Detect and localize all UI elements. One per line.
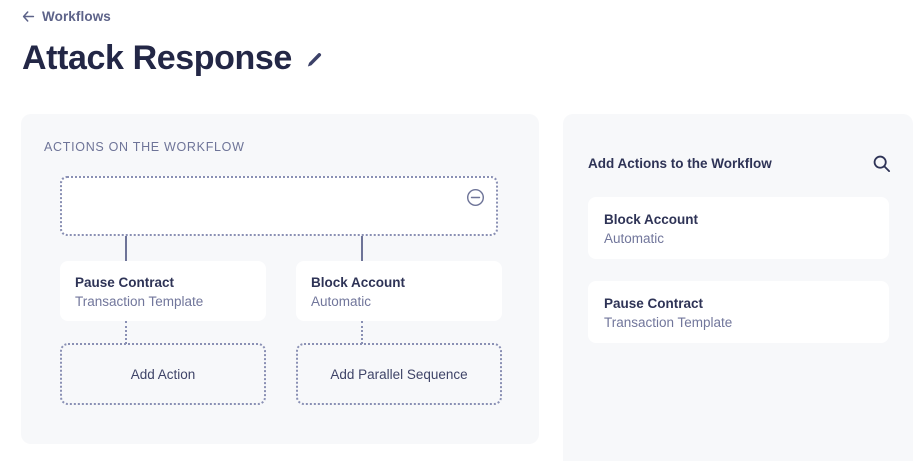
library-item[interactable]: Pause Contract Transaction Template — [588, 281, 889, 343]
library-item-subtitle: Automatic — [604, 231, 665, 246]
action-library-title: Add Actions to the Workflow — [588, 156, 772, 171]
action-library-panel: Add Actions to the Workflow Block Accoun… — [563, 114, 913, 461]
add-parallel-sequence-button[interactable]: Add Parallel Sequence — [296, 343, 502, 405]
library-item-title: Pause Contract — [604, 296, 704, 311]
action-library-header: Add Actions to the Workflow — [588, 154, 891, 173]
workflow-canvas-panel: ACTIONS ON THE WORKFLOW Pause Contract T… — [21, 114, 539, 444]
node-title: Block Account — [311, 275, 406, 290]
search-icon[interactable] — [872, 154, 891, 173]
page-title: Attack Response — [22, 39, 292, 77]
section-label: ACTIONS ON THE WORKFLOW — [44, 140, 245, 154]
node-subtitle: Transaction Template — [75, 294, 204, 309]
page-title-row: Attack Response — [22, 36, 323, 80]
back-link-label: Workflows — [42, 9, 111, 24]
arrow-left-icon — [22, 11, 35, 22]
node-title: Pause Contract — [75, 275, 175, 290]
add-parallel-sequence-label: Add Parallel Sequence — [330, 366, 468, 382]
library-item[interactable]: Block Account Automatic — [588, 197, 889, 259]
workflow-node-card[interactable]: Block Account Automatic — [296, 261, 502, 321]
pencil-icon[interactable] — [306, 52, 323, 69]
connector-node-1-to-add-action — [125, 321, 127, 344]
trigger-node[interactable] — [60, 176, 498, 236]
node-subtitle: Automatic — [311, 294, 372, 309]
connector-trigger-to-node-1 — [125, 236, 127, 263]
library-item-title: Block Account — [604, 212, 699, 227]
circle-minus-icon[interactable] — [466, 188, 485, 207]
connector-trigger-to-node-2 — [361, 236, 363, 263]
workflow-flow-graph: Pause Contract Transaction Template Bloc… — [21, 114, 539, 444]
back-to-workflows-link[interactable]: Workflows — [22, 9, 111, 24]
add-action-button[interactable]: Add Action — [60, 343, 266, 405]
connector-node-2-to-add-parallel — [361, 321, 363, 344]
workflow-node-card[interactable]: Pause Contract Transaction Template — [60, 261, 266, 321]
add-action-label: Add Action — [130, 366, 196, 382]
library-item-subtitle: Transaction Template — [604, 315, 733, 330]
